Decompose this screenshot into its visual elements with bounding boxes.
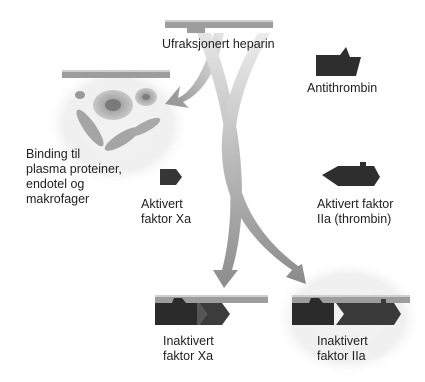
inactive-xa-complex <box>155 295 268 325</box>
label-factor-xa-active: Aktivert faktor Xa <box>141 197 191 227</box>
heparin-strand-top <box>165 20 273 33</box>
antithrombin-shape <box>316 47 361 76</box>
label-factor-iia-inactive: Inaktivert faktor IIa <box>317 334 368 364</box>
label-heparin: Ufraksjonert heparin <box>162 37 275 52</box>
label-binding: Binding til plasma proteiner, endotel og… <box>26 147 122 207</box>
heparin-strand-bound <box>62 70 170 78</box>
factor-iia-shape <box>322 162 380 186</box>
factor-xa-shape <box>160 169 182 185</box>
label-antithrombin: Antithrombin <box>307 81 377 96</box>
label-factor-iia-active: Aktivert faktor IIa (thrombin) <box>317 197 393 227</box>
label-factor-xa-inactive: Inaktivert faktor Xa <box>163 334 214 364</box>
inactive-iia-complex <box>292 295 410 325</box>
